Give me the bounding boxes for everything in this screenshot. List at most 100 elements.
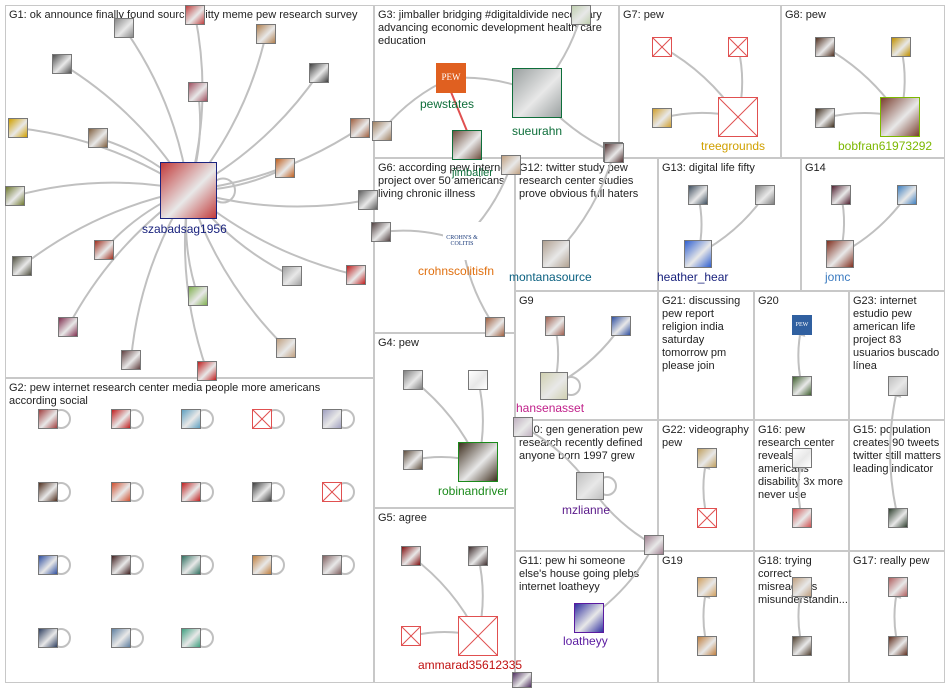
node-n-g9-2[interactable]: [611, 316, 631, 336]
node-n-g3-1[interactable]: [372, 121, 392, 141]
node-n-g1-11[interactable]: [5, 186, 25, 206]
node-n-g1-8[interactable]: [88, 128, 108, 148]
node-n-ammarad[interactable]: [458, 616, 498, 656]
node-n-g18-2[interactable]: [792, 636, 812, 656]
node-n-g2-17[interactable]: [111, 628, 131, 648]
node-n-robinandriver[interactable]: [458, 442, 498, 482]
node-n-g6-2[interactable]: [485, 317, 505, 337]
node-label-robinandriver[interactable]: robinandriver: [438, 484, 509, 498]
node-n-g6-1[interactable]: [371, 222, 391, 242]
node-n-g4-3[interactable]: [403, 450, 423, 470]
node-n-g1-2[interactable]: [185, 5, 205, 25]
node-n-g22-1[interactable]: [697, 448, 717, 468]
node-n-treegrounds[interactable]: [718, 97, 758, 137]
node-n-g1-13[interactable]: [94, 240, 114, 260]
node-n-g1-4[interactable]: [52, 54, 72, 74]
node-label-jomc[interactable]: jomc: [825, 270, 851, 284]
node-n-heather[interactable]: [684, 240, 712, 268]
node-n-mzlianne[interactable]: [576, 472, 604, 500]
node-n-g23-1[interactable]: [888, 376, 908, 396]
node-n-g3-3[interactable]: [571, 5, 591, 25]
node-n-g1-5[interactable]: [188, 82, 208, 102]
node-n-g13-2[interactable]: [755, 185, 775, 205]
node-n-g1-6[interactable]: [309, 63, 329, 83]
node-label-sueurahn[interactable]: sueurahn: [512, 124, 563, 138]
node-n-g1-21[interactable]: [197, 361, 217, 381]
node-n-g1-10[interactable]: [275, 158, 295, 178]
node-n-g2-7[interactable]: [111, 482, 131, 502]
node-label-treegrounds[interactable]: treegrounds: [701, 139, 766, 153]
node-n-g14-1[interactable]: [831, 185, 851, 205]
node-n-g7-3[interactable]: [652, 108, 672, 128]
node-label-ammarad35612335[interactable]: ammarad35612335: [418, 658, 523, 672]
node-n-g15-1[interactable]: [888, 508, 908, 528]
node-n-g4-2[interactable]: [468, 370, 488, 390]
node-n-g1-17[interactable]: [188, 286, 208, 306]
node-n-g2-2[interactable]: [111, 409, 131, 429]
node-n-loatheyy[interactable]: [574, 603, 604, 633]
node-hub-szabadsag1956[interactable]: [160, 162, 217, 219]
node-n-g17-2[interactable]: [888, 636, 908, 656]
node-n-g1-3[interactable]: [256, 24, 276, 44]
node-n-g1-15[interactable]: [282, 266, 302, 286]
node-n-g5-1[interactable]: [401, 546, 421, 566]
node-n-g14-2[interactable]: [897, 185, 917, 205]
node-n-g5-4[interactable]: [512, 672, 532, 688]
node-n-g19-2[interactable]: [697, 636, 717, 656]
node-n-g2-11[interactable]: [38, 555, 58, 575]
node-n-hansenasset[interactable]: [540, 372, 568, 400]
node-n-g2-18[interactable]: [181, 628, 201, 648]
node-n-g9-1[interactable]: [545, 316, 565, 336]
node-n-g2-12[interactable]: [111, 555, 131, 575]
node-n-sueurahn[interactable]: [512, 68, 562, 118]
node-n-g2-6[interactable]: [38, 482, 58, 502]
node-n-g19-1[interactable]: [697, 577, 717, 597]
node-n-g2-1[interactable]: [38, 409, 58, 429]
node-n-g5-3[interactable]: [401, 626, 421, 646]
node-n-g17-1[interactable]: [888, 577, 908, 597]
node-n-g7-1[interactable]: [652, 37, 672, 57]
node-n-g8-1[interactable]: [815, 37, 835, 57]
node-label-mzlianne[interactable]: mzlianne: [562, 503, 611, 517]
node-n-g1-18[interactable]: [58, 317, 78, 337]
node-n-g1-20[interactable]: [121, 350, 141, 370]
node-n-g16-1[interactable]: [792, 448, 812, 468]
node-label-jimballer[interactable]: jimballer: [452, 167, 493, 179]
node-n-g1-19[interactable]: [276, 338, 296, 358]
node-label-szabadsag1956[interactable]: szabadsag1956: [142, 222, 227, 236]
node-n-g2-14[interactable]: [252, 555, 272, 575]
node-n-g5-2[interactable]: [468, 546, 488, 566]
node-n-g12-1[interactable]: [604, 143, 624, 163]
node-n-montanasource[interactable]: [542, 240, 570, 268]
node-n-g9-3[interactable]: [513, 417, 533, 437]
node-n-jomc[interactable]: [826, 240, 854, 268]
node-n-g1-12[interactable]: [358, 190, 378, 210]
node-n-g2-8[interactable]: [181, 482, 201, 502]
node-n-g2-9[interactable]: [252, 482, 272, 502]
node-label-bobfran61973292[interactable]: bobfran61973292: [838, 139, 933, 153]
node-n-g2-4[interactable]: [252, 409, 272, 429]
node-n-g1-1[interactable]: [114, 18, 134, 38]
node-n-g2-15[interactable]: [322, 555, 342, 575]
node-label-crohnscolitisfn[interactable]: crohnscolitisfn: [418, 264, 495, 278]
node-n-g2-3[interactable]: [181, 409, 201, 429]
node-n-g1-16[interactable]: [346, 265, 366, 285]
node-n-g20-2[interactable]: [792, 376, 812, 396]
node-n-bobfran[interactable]: [880, 97, 920, 137]
node-n-g2-5[interactable]: [322, 409, 342, 429]
node-n-g13-1[interactable]: [688, 185, 708, 205]
node-n-g2-10[interactable]: [322, 482, 342, 502]
node-n-g18-1[interactable]: [792, 577, 812, 597]
node-n-g1-7[interactable]: [8, 118, 28, 138]
node-n-g8-2[interactable]: [891, 37, 911, 57]
node-n-g8-3[interactable]: [815, 108, 835, 128]
node-n-g1-14[interactable]: [12, 256, 32, 276]
node-n-g1-9[interactable]: [350, 118, 370, 138]
node-label-heather_hear[interactable]: heather_hear: [657, 270, 729, 284]
node-n-g16-2[interactable]: [792, 508, 812, 528]
node-n-g4-1[interactable]: [403, 370, 423, 390]
node-label-hansenasset[interactable]: hansenasset: [516, 401, 585, 415]
node-n-g11-1[interactable]: [644, 535, 664, 555]
node-n-g7-2[interactable]: [728, 37, 748, 57]
node-n-jimballer[interactable]: [452, 130, 482, 160]
